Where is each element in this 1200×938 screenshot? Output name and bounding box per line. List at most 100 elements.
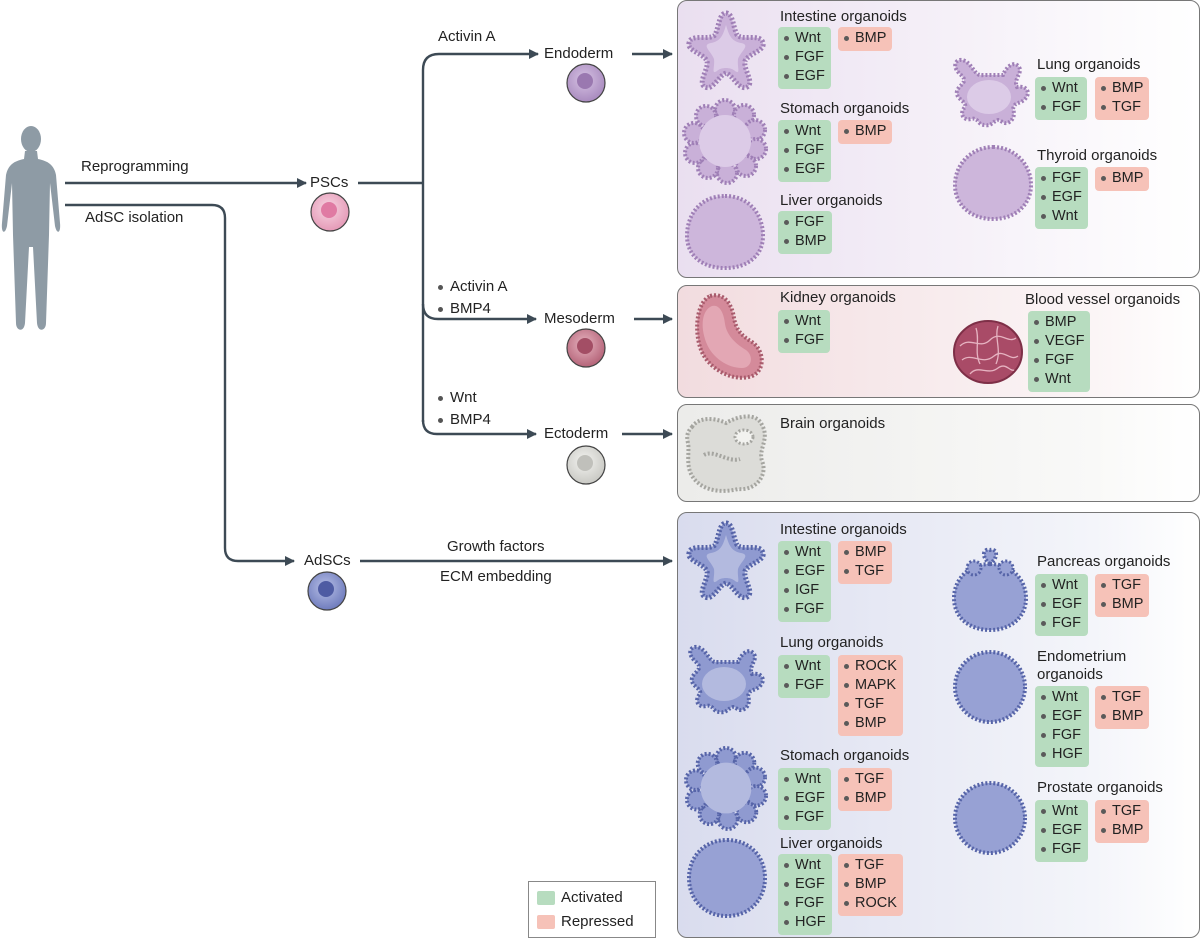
- factor: FGF: [1041, 614, 1082, 633]
- adsc-cell: [307, 571, 347, 611]
- endoderm-lung-organoid: [953, 58, 1030, 128]
- factor: BMP: [844, 789, 886, 808]
- legend-repressed-label: Repressed: [561, 913, 634, 930]
- factor: TGF: [844, 695, 897, 714]
- adsc-stomach-activated: Wnt EGF FGF: [778, 768, 831, 830]
- factor: Wnt: [1041, 576, 1082, 595]
- endoderm-intestine-repressed: BMP: [838, 27, 893, 51]
- factor: Wnt: [1041, 207, 1082, 226]
- factor: FGF: [784, 808, 825, 827]
- endoderm-intestine-organoid: [686, 10, 766, 91]
- factor: TGF: [1101, 802, 1143, 821]
- adsc-stomach-organoid: [684, 746, 768, 831]
- mesoderm-label: Mesoderm: [544, 310, 615, 327]
- adsc-intestine-activated: Wnt EGF IGF FGF: [778, 541, 831, 622]
- factor: BMP: [844, 875, 897, 894]
- brain-title: Brain organoids: [780, 415, 886, 432]
- factor: Wnt: [1041, 688, 1083, 707]
- factor: ROCK: [844, 894, 897, 913]
- endoderm-thyroid-repressed: BMP: [1095, 167, 1150, 191]
- endometrium-organoid: [953, 650, 1027, 724]
- kidney-title: Kidney organoids: [780, 289, 896, 306]
- blood-vessel-organoid: [953, 320, 1023, 384]
- pancreas-organoid: [951, 547, 1029, 633]
- adsc-stomach-repressed: TGF BMP: [838, 768, 893, 811]
- endoderm-lung-title: Lung organoids: [1037, 56, 1141, 73]
- factor: FGF: [784, 676, 824, 695]
- endometrium-title-line1: Endometrium: [1037, 648, 1127, 665]
- factor: TGF: [844, 770, 886, 789]
- legend-repressed-swatch: [537, 915, 555, 930]
- factor: FGF: [1041, 726, 1083, 745]
- factor: BMP: [784, 232, 826, 251]
- mesoderm-signal-item: Activin A: [438, 276, 508, 298]
- factor: FGF: [1041, 840, 1082, 859]
- factor: TGF: [1101, 98, 1143, 117]
- prostate-activated: Wnt EGF FGF: [1035, 800, 1088, 862]
- legend-repressed: Repressed: [537, 913, 634, 931]
- brain-organoid: [685, 414, 767, 493]
- kidney-organoid: [695, 293, 764, 380]
- factor: Wnt: [784, 122, 825, 141]
- endoderm-signal: Activin A: [438, 28, 496, 45]
- adsc-lung-title: Lung organoids: [780, 634, 884, 651]
- factor: HGF: [784, 913, 826, 932]
- endoderm-lung-repressed: BMP TGF: [1095, 77, 1150, 120]
- factor: FGF: [784, 600, 825, 619]
- human-silhouette-icon: [1, 126, 61, 330]
- endoderm-liver-title: Liver organoids: [780, 192, 883, 209]
- ectoderm-panel: [677, 404, 1200, 502]
- adsc-intestine-organoid: [686, 520, 766, 601]
- factor: FGF: [1034, 351, 1084, 370]
- endoderm-intestine-activated: Wnt FGF EGF: [778, 27, 831, 89]
- prostate-title: Prostate organoids: [1037, 779, 1163, 796]
- factor: BMP: [1101, 707, 1143, 726]
- ectoderm-signals: Wnt BMP4: [438, 387, 491, 431]
- factor: EGF: [784, 875, 826, 894]
- ectoderm-cell: [566, 445, 606, 485]
- factor: EGF: [1041, 821, 1082, 840]
- factor: FGF: [1041, 98, 1081, 117]
- adsc-intestine-title: Intestine organoids: [780, 521, 907, 538]
- factor: BMP: [1101, 79, 1143, 98]
- endoderm-liver-organoid: [684, 193, 766, 271]
- pscs-label: PSCs: [310, 174, 349, 191]
- kidney-activated: Wnt FGF: [778, 310, 830, 353]
- endoderm-thyroid-organoid: [952, 144, 1034, 222]
- factor: EGF: [784, 562, 825, 581]
- adsc-liver-repressed: TGF BMP ROCK: [838, 854, 903, 916]
- pancreas-repressed: TGF BMP: [1095, 574, 1150, 617]
- endoderm-lung-activated: Wnt FGF: [1035, 77, 1087, 120]
- factor: TGF: [844, 856, 897, 875]
- mesoderm-signal-item: BMP4: [438, 298, 508, 320]
- factor: FGF: [1041, 169, 1082, 188]
- factor: BMP: [844, 29, 886, 48]
- legend-activated-label: Activated: [561, 889, 623, 906]
- prostate-organoid: [953, 781, 1027, 855]
- adsc-lung-repressed: ROCK MAPK TGF BMP: [838, 655, 903, 736]
- endoderm-stomach-title: Stomach organoids: [780, 100, 910, 117]
- factor: TGF: [844, 562, 886, 581]
- factor: HGF: [1041, 745, 1083, 764]
- factor: TGF: [1101, 576, 1143, 595]
- factor: Wnt: [784, 657, 824, 676]
- factor: EGF: [784, 160, 825, 179]
- factor: BMP: [1034, 313, 1084, 332]
- endoderm-stomach-organoid: [682, 98, 768, 185]
- endoderm-intestine-title: Intestine organoids: [780, 8, 907, 25]
- adscs-label: AdSCs: [304, 552, 351, 569]
- psc-cell: [310, 192, 350, 232]
- adsc-lung-activated: Wnt FGF: [778, 655, 830, 698]
- factor: Wnt: [1034, 370, 1084, 389]
- endoderm-thyroid-title: Thyroid organoids: [1037, 147, 1158, 164]
- factor: Wnt: [1041, 802, 1082, 821]
- prostate-repressed: TGF BMP: [1095, 800, 1150, 843]
- pancreas-activated: Wnt EGF FGF: [1035, 574, 1088, 636]
- factor: TGF: [1101, 688, 1143, 707]
- factor: BMP: [844, 122, 886, 141]
- endoderm-stomach-repressed: BMP: [838, 120, 893, 144]
- adsc-stomach-title: Stomach organoids: [780, 747, 910, 764]
- legend-activated: Activated: [537, 889, 623, 907]
- ectoderm-label: Ectoderm: [544, 425, 609, 442]
- adsc-liver-organoid: [686, 837, 768, 919]
